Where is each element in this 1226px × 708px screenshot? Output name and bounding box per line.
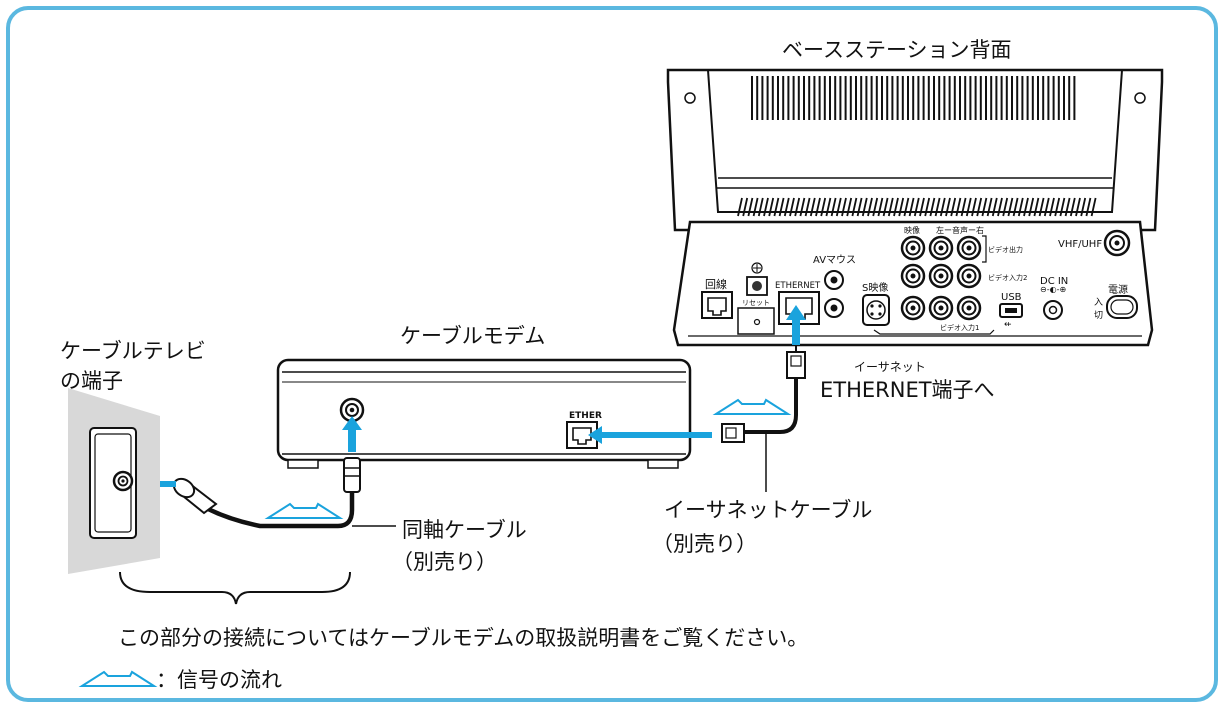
ground-icon: [751, 262, 763, 274]
label-video: 映像: [904, 225, 920, 235]
rca-jack-5: [928, 263, 954, 289]
label-audio-lr: 左ー音声ー右: [936, 225, 984, 235]
coax-plug-modem: [343, 457, 361, 493]
label-power: 電源: [1108, 283, 1128, 296]
label-line: 回線: [705, 277, 727, 291]
label-on: 入: [1094, 297, 1103, 308]
cable-tv-outlet-label: ケーブルテレビの端子: [60, 339, 206, 393]
legend-text: ：信号の流れ: [156, 668, 282, 692]
label-video-out: ビデオ出力: [988, 245, 1023, 254]
note-text: この部分の接続についてはケーブルモデムの取扱説明書をご覧ください。: [118, 626, 809, 650]
base-station-back: ⇷ ⊖-◐-⊕: [666, 68, 1164, 347]
signal-flow-symbol-ethernet: [712, 398, 792, 415]
reset-button-area: [737, 307, 775, 335]
rca-jack-8: [928, 295, 954, 321]
rca-jack-1: [900, 235, 926, 261]
rca-jacks: [900, 235, 982, 321]
label-s-video: S映像: [862, 282, 888, 294]
ethernet-plug-top: [786, 340, 806, 379]
svg-text:⊖-◐-⊕: ⊖-◐-⊕: [1040, 285, 1066, 294]
label-av-mouse: AVマウス: [813, 254, 856, 266]
base-station-title: ベースステーション背面: [782, 38, 1012, 62]
ethernet-ruby: イーサネット: [854, 360, 926, 374]
ethernet-sold-separately: （別売り）: [652, 532, 757, 556]
coax-plug-outlet: [172, 477, 218, 515]
label-dc-in: DC IN: [1040, 276, 1068, 287]
label-reset: リセット: [742, 299, 770, 307]
screw-hole-left: [684, 92, 696, 104]
label-off: 切: [1094, 310, 1103, 321]
arrow-to-modem-coax: [342, 416, 362, 452]
label-ethernet: ETHERNET: [775, 281, 821, 291]
top-vents: [751, 76, 1076, 120]
ethernet-cable-wire: [742, 368, 798, 434]
rca-jack-7: [900, 295, 926, 321]
cable-modem-label: ケーブルモデム: [400, 324, 546, 348]
label-vhf-uhf: VHF/UHF: [1058, 239, 1102, 250]
cable-tv-outlet: [68, 388, 160, 574]
rca-jack-6: [956, 263, 982, 289]
coax-sold-separately: （別売り）: [392, 550, 497, 574]
ethernet-terminal-label: ETHERNET端子へ: [820, 378, 995, 402]
signal-flow-legend-symbol: [78, 670, 158, 687]
cable-modem: [276, 358, 692, 469]
label-usb: USB: [1001, 292, 1022, 303]
coax-cable-label: 同軸ケーブル: [402, 518, 527, 542]
rca-jack-9: [956, 295, 982, 321]
ethernet-plug-modem: [721, 423, 745, 443]
line-jack: [701, 291, 733, 319]
svg-text:⇷: ⇷: [1004, 320, 1012, 330]
brace: [119, 571, 351, 605]
arrow-to-modem-ether: [588, 426, 712, 444]
label-video-in1: ビデオ入力1: [940, 323, 979, 332]
label-modem-ether: ETHER: [569, 411, 602, 421]
mid-vents: [737, 197, 1097, 217]
ethernet-cable-label: イーサネットケーブル: [664, 498, 873, 522]
signal-flow-symbol-coax: [264, 502, 344, 519]
rca-jack-4: [900, 263, 926, 289]
rca-jack-3: [956, 235, 982, 261]
coax-cable-wire: [204, 490, 355, 529]
arrow-to-base-ethernet: [786, 305, 806, 345]
screw-hole-right: [1134, 92, 1146, 104]
rca-jack-2: [928, 235, 954, 261]
label-video-in2: ビデオ入力2: [988, 273, 1027, 282]
